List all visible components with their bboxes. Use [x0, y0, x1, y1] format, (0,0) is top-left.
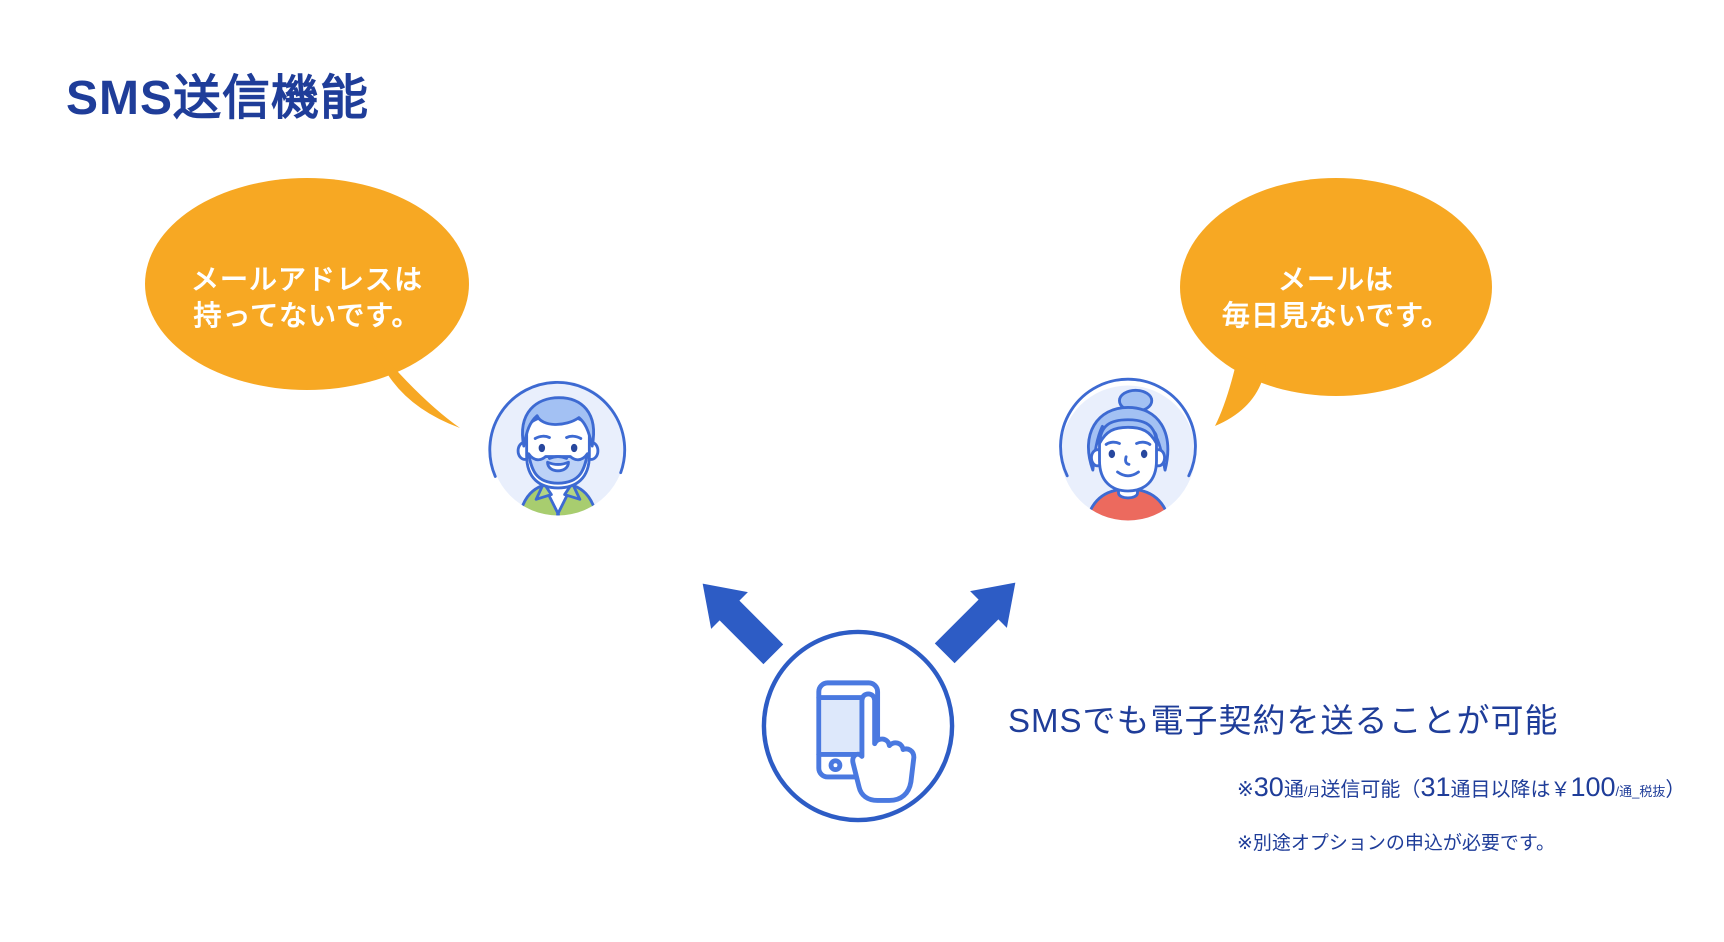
page-title: SMS送信機能 — [66, 72, 370, 125]
note-limit-mark: ※ — [1237, 779, 1254, 801]
note-option-required: ※別途オプションの申込が必要です。 — [1237, 833, 1556, 854]
speech-bubble-right — [1180, 178, 1492, 426]
arrow-up-right-icon — [934, 582, 1016, 664]
note-limit-unit: 通 — [1283, 779, 1304, 801]
elderly-woman-avatar-icon — [1059, 377, 1197, 521]
bubble-right-line1: メールは — [1277, 264, 1394, 295]
headline: SMSでも電子契約を送ることが可能 — [1008, 702, 1559, 739]
note-limit-per-month: /月 — [1303, 784, 1321, 799]
bubble-left-text: メールアドレスは 持ってないです。 — [167, 262, 447, 334]
smartphone-tap-icon — [761, 629, 955, 823]
note-limit-text2: 通目以降は￥ — [1450, 779, 1571, 801]
note-limit-count: 30 — [1253, 772, 1284, 802]
bubble-left-line2: 持ってないです。 — [193, 300, 421, 331]
note-limit-threshold: 31 — [1420, 772, 1451, 802]
note-limit-price: 100 — [1570, 772, 1616, 802]
bubble-left-line1: メールアドレスは — [190, 264, 423, 295]
bubble-right-line2: 毎日見ないです。 — [1221, 300, 1451, 331]
bubble-right-text: メールは 毎日見ないです。 — [1196, 262, 1476, 334]
speech-bubble-left — [145, 178, 469, 428]
note-limit-per-message-tax: /通_税抜 — [1615, 784, 1666, 799]
note-sms-limit: ※30通/月送信可能（31通目以降は￥100/通_税抜） — [1237, 772, 1685, 803]
note-limit-text: 送信可能（ — [1320, 779, 1421, 801]
elderly-man-avatar-icon — [488, 380, 627, 516]
arrow-up-left-icon — [702, 583, 784, 665]
note-limit-close-paren: ） — [1665, 779, 1686, 801]
